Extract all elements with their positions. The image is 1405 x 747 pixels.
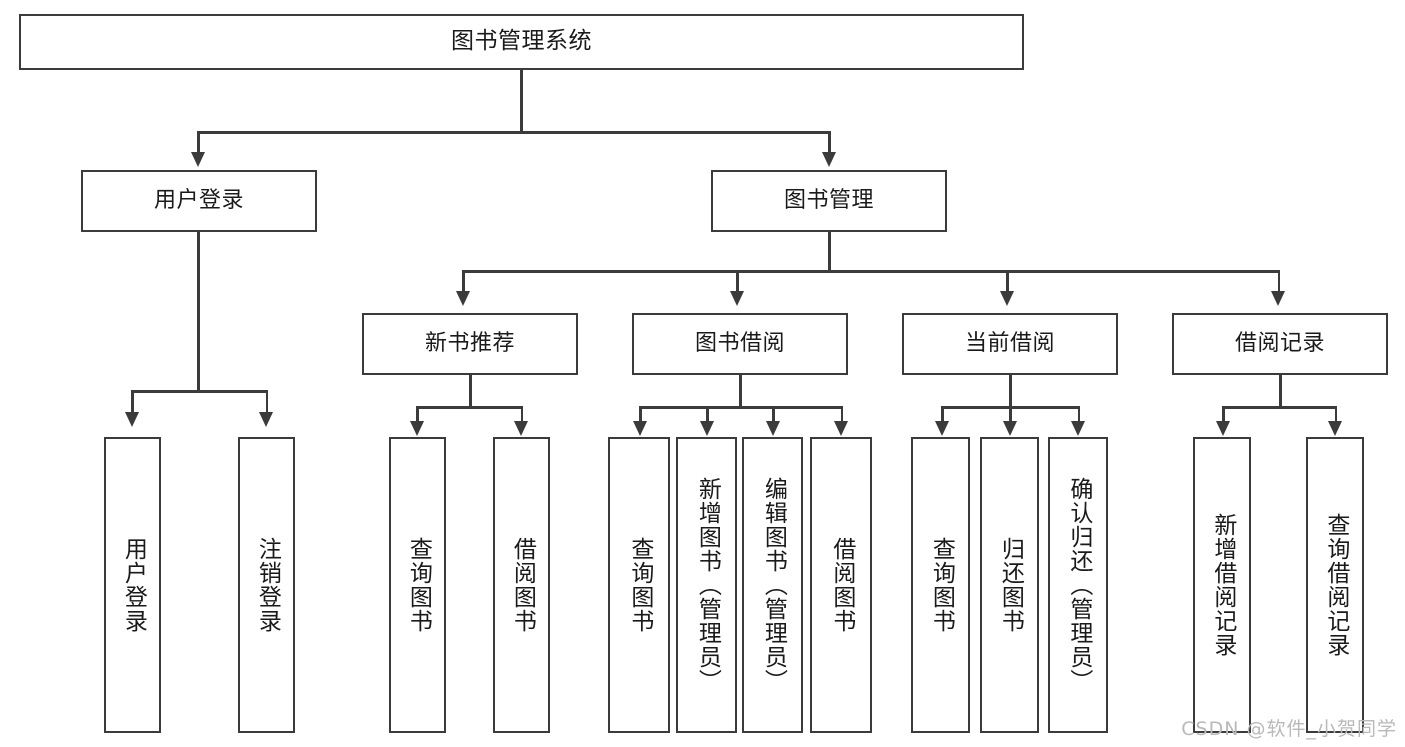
node-label: 注销登录 [254,537,281,633]
edge-cb-to-leaf-3 [1077,406,1080,424]
edge-root-bus [197,131,831,134]
node-label: 图书借阅 [694,331,785,357]
node-label: 查询图书 [928,537,955,633]
node-leaf-nbr-borrow-book[interactable]: 借阅图书 [493,437,550,733]
node-leaf-nbr-query-book[interactable]: 查询图书 [389,437,446,733]
node-leaf-bb-query-book[interactable]: 查询图书 [608,437,670,733]
edge-root-to-user-login [197,131,200,155]
node-label: 当前借阅 [964,331,1055,357]
node-label: 新书推荐 [424,331,515,357]
node-root-system[interactable]: 图书管理系统 [19,14,1024,70]
edge-bb-stem [739,375,742,408]
node-current-borrow[interactable]: 当前借阅 [902,313,1118,375]
node-leaf-bb-edit-book[interactable]: 编辑图书（管理员） [742,437,803,733]
node-label: 归还图书 [997,537,1024,633]
edge-bm-to-borrow-record [1277,270,1280,294]
node-label: 新增借阅记录 [1209,513,1236,657]
node-new-book-recommend[interactable]: 新书推荐 [362,313,578,375]
arrowhead-br-add-record [1215,421,1230,436]
edge-br-to-leaf-1 [1222,406,1225,424]
node-label: 查询借阅记录 [1322,513,1349,657]
edge-nbr-to-leaf-2 [520,406,523,424]
node-label: 确认归还（管理员） [1065,477,1092,693]
node-book-management[interactable]: 图书管理 [711,170,947,232]
node-leaf-user-login[interactable]: 用户登录 [104,437,161,733]
node-label: 查询图书 [626,537,653,633]
arrowhead-cb-confirm-return [1071,421,1085,436]
edge-book-manage-stem [828,232,831,272]
arrowhead-bb-borrow-book [834,421,848,436]
node-label: 新增图书（管理员） [694,477,721,693]
edge-bb-to-leaf-1 [639,406,642,424]
node-leaf-cb-return-book[interactable]: 归还图书 [980,437,1039,733]
node-label: 图书管理系统 [451,28,592,55]
edge-bb-to-leaf-4 [840,406,843,424]
arrowhead-cb-return-book [1002,421,1017,436]
arrowhead-new-book-recommend [455,291,470,306]
edge-cb-to-leaf-1 [941,406,944,424]
node-label: 图书管理 [783,188,874,214]
node-label: 用户登录 [153,188,244,214]
edge-br-to-leaf-2 [1334,406,1337,424]
edge-root-to-book-manage [828,131,831,155]
edge-nbr-to-leaf-1 [416,406,419,424]
node-leaf-bb-add-book[interactable]: 新增图书（管理员） [676,437,737,733]
arrowhead-bb-edit-book [765,421,780,436]
node-label: 编辑图书（管理员） [760,477,787,693]
arrowhead-cb-query-book [934,421,949,436]
edge-bb-to-leaf-3 [772,406,775,424]
arrowhead-book-manage [821,152,836,167]
node-label: 借阅图书 [828,537,855,633]
arrowhead-br-query-record [1328,421,1342,436]
edge-root-stem [520,70,523,133]
edge-user-login-stem [197,232,200,392]
arrowhead-nbr-query-book [409,421,424,436]
arrowhead-current-borrow [999,291,1014,306]
edge-user-login-to-leaf-1 [131,390,134,415]
node-leaf-bb-borrow-book[interactable]: 借阅图书 [810,437,872,733]
edge-user-login-bus [131,390,268,393]
edge-bm-to-current-borrow [1006,270,1009,294]
edge-nbr-bus [416,406,523,409]
edge-book-manage-bus [462,270,1280,273]
arrowhead-nbr-borrow-book [514,421,528,436]
arrowhead-leaf-user-login [124,412,139,427]
node-label: 借阅图书 [509,537,536,633]
edge-bb-to-leaf-2 [706,406,709,424]
arrowhead-book-borrow [729,291,744,306]
edge-br-stem [1279,375,1282,408]
node-leaf-cb-confirm-return[interactable]: 确认归还（管理员） [1048,437,1108,733]
node-leaf-br-add-record[interactable]: 新增借阅记录 [1193,437,1251,733]
arrowhead-user-login [190,152,205,167]
edge-br-bus [1222,406,1337,409]
node-borrow-record[interactable]: 借阅记录 [1172,313,1388,375]
edge-cb-stem [1009,375,1012,408]
node-leaf-logout[interactable]: 注销登录 [238,437,295,733]
arrowhead-bb-add-book [699,421,714,436]
edge-nbr-stem [469,375,472,408]
node-label: 查询图书 [405,537,432,633]
arrowhead-leaf-logout [259,412,273,427]
edge-user-login-to-leaf-2 [265,390,268,415]
node-book-borrow[interactable]: 图书借阅 [632,313,848,375]
node-user-login[interactable]: 用户登录 [81,170,317,232]
edge-bm-to-book-borrow [736,270,739,294]
arrowhead-bb-query-book [632,421,647,436]
arrowhead-borrow-record [1271,291,1285,306]
edge-bm-to-new-book [462,270,465,294]
node-leaf-cb-query-book[interactable]: 查询图书 [911,437,970,733]
node-label: 借阅记录 [1234,331,1325,357]
node-label: 用户登录 [120,537,147,633]
edge-cb-to-leaf-2 [1009,406,1012,424]
edge-bb-bus [639,406,843,409]
node-leaf-br-query-record[interactable]: 查询借阅记录 [1306,437,1364,733]
